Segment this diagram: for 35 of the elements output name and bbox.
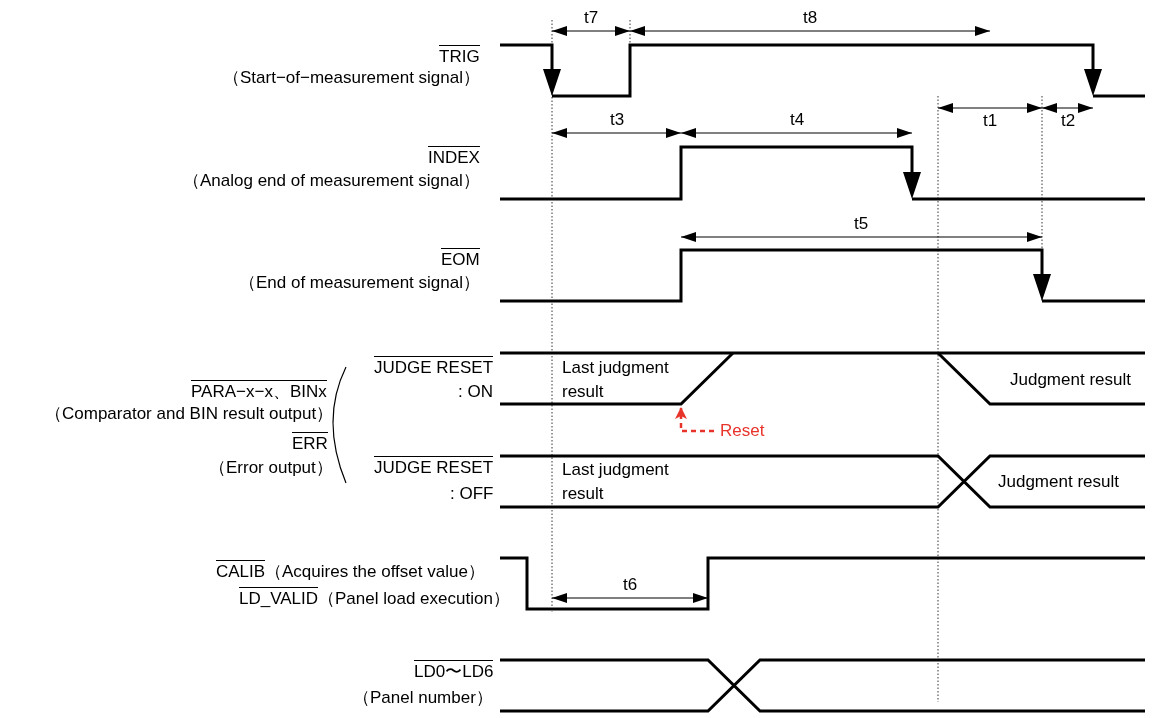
annotation-label: Reset xyxy=(720,419,765,443)
state-label: Judgment result xyxy=(1010,369,1131,391)
condition-label: : ON xyxy=(458,381,493,403)
signal-name: ERR xyxy=(292,432,328,455)
signal-name: LD_VALID xyxy=(239,587,319,610)
timing-label: t4 xyxy=(790,109,805,131)
condition-label: : OFF xyxy=(450,483,494,505)
signal-name: JUDGE RESET xyxy=(374,356,494,379)
state-label: Last judgment result xyxy=(562,459,670,505)
timing-label: t1 xyxy=(983,110,998,132)
signal-description: （Comparator and BIN result output） xyxy=(45,403,334,425)
signal-name: INDEX xyxy=(428,146,480,169)
signal-name: LD0〜LD6 xyxy=(414,660,494,683)
signal-description: （End of measurement signal） xyxy=(239,272,480,294)
state-label: Judgment result xyxy=(998,471,1119,493)
timing-label: t2 xyxy=(1061,110,1076,132)
timing-label: t5 xyxy=(854,213,869,235)
timing-label: t6 xyxy=(623,574,638,596)
dashed-arrow xyxy=(675,407,714,433)
state-label: Last judgment result xyxy=(562,357,670,403)
signal-name: CALIB xyxy=(216,560,266,583)
timing-label: t8 xyxy=(803,7,818,29)
waveform xyxy=(500,351,735,406)
signal-name: EOM xyxy=(441,248,480,271)
signal-description: （Panel load execution） xyxy=(318,588,510,610)
signal-description: （Start−of−measurement signal） xyxy=(223,67,480,89)
timing-label: t3 xyxy=(610,109,625,131)
timing-label: t7 xyxy=(584,7,599,29)
signal-description: （Acquires the offset value） xyxy=(265,561,485,583)
signal-name: PARA−x−x、BINx xyxy=(191,380,327,403)
signal-description: （Error output） xyxy=(209,457,333,479)
signal-description: （Analog end of measurement signal） xyxy=(183,170,480,192)
signal-name: TRIG xyxy=(439,45,480,68)
signal-name: JUDGE RESET xyxy=(374,456,494,479)
signal-description: （Panel number） xyxy=(353,687,493,709)
